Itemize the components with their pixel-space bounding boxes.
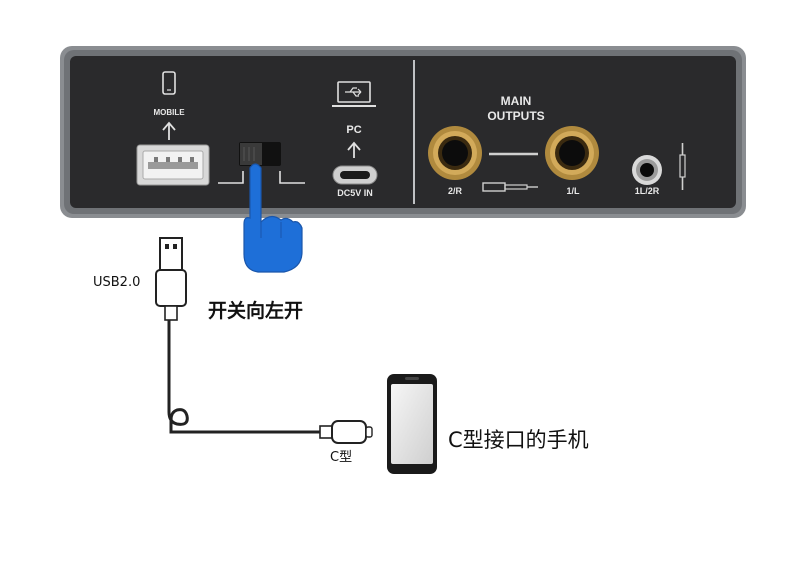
jack-right-2r (428, 126, 482, 180)
mobile-icon (162, 71, 176, 95)
usb-c-port (332, 165, 378, 185)
label-left-jack: 1/L (566, 186, 580, 196)
jack-plug-icon (482, 182, 538, 192)
label-main: MAIN (500, 94, 532, 108)
jack-left-1l (545, 126, 599, 180)
arrow-up-icon-pc (347, 141, 361, 158)
label-pc: PC (346, 124, 362, 136)
label-dc-in: DC5V IN (337, 188, 373, 198)
usb-cable (167, 320, 320, 434)
label-mobile: MOBILE (153, 108, 185, 117)
typec-plug-icon (319, 420, 373, 444)
phone-icon (387, 374, 437, 474)
usb-pc-icon (332, 81, 376, 107)
arrow-up-icon (162, 121, 176, 140)
power-switch (218, 142, 305, 184)
typec-label: C型 (330, 450, 353, 465)
usb-label: USB2.0 (93, 275, 141, 290)
switch-instruction: 开关向左开 (208, 300, 304, 322)
usb-a-port (136, 144, 210, 186)
usb-a-plug-icon (155, 237, 187, 321)
hand-pointer-icon (243, 163, 303, 273)
label-outputs: OUTPUTS (487, 109, 545, 123)
phone-label: C型接口的手机 (448, 428, 589, 452)
label-headphone-jack: 1L/2R (634, 186, 660, 196)
mini-jack-plug-icon (679, 143, 686, 190)
headphone-jack (632, 155, 662, 185)
label-right-jack: 2/R (447, 186, 462, 196)
